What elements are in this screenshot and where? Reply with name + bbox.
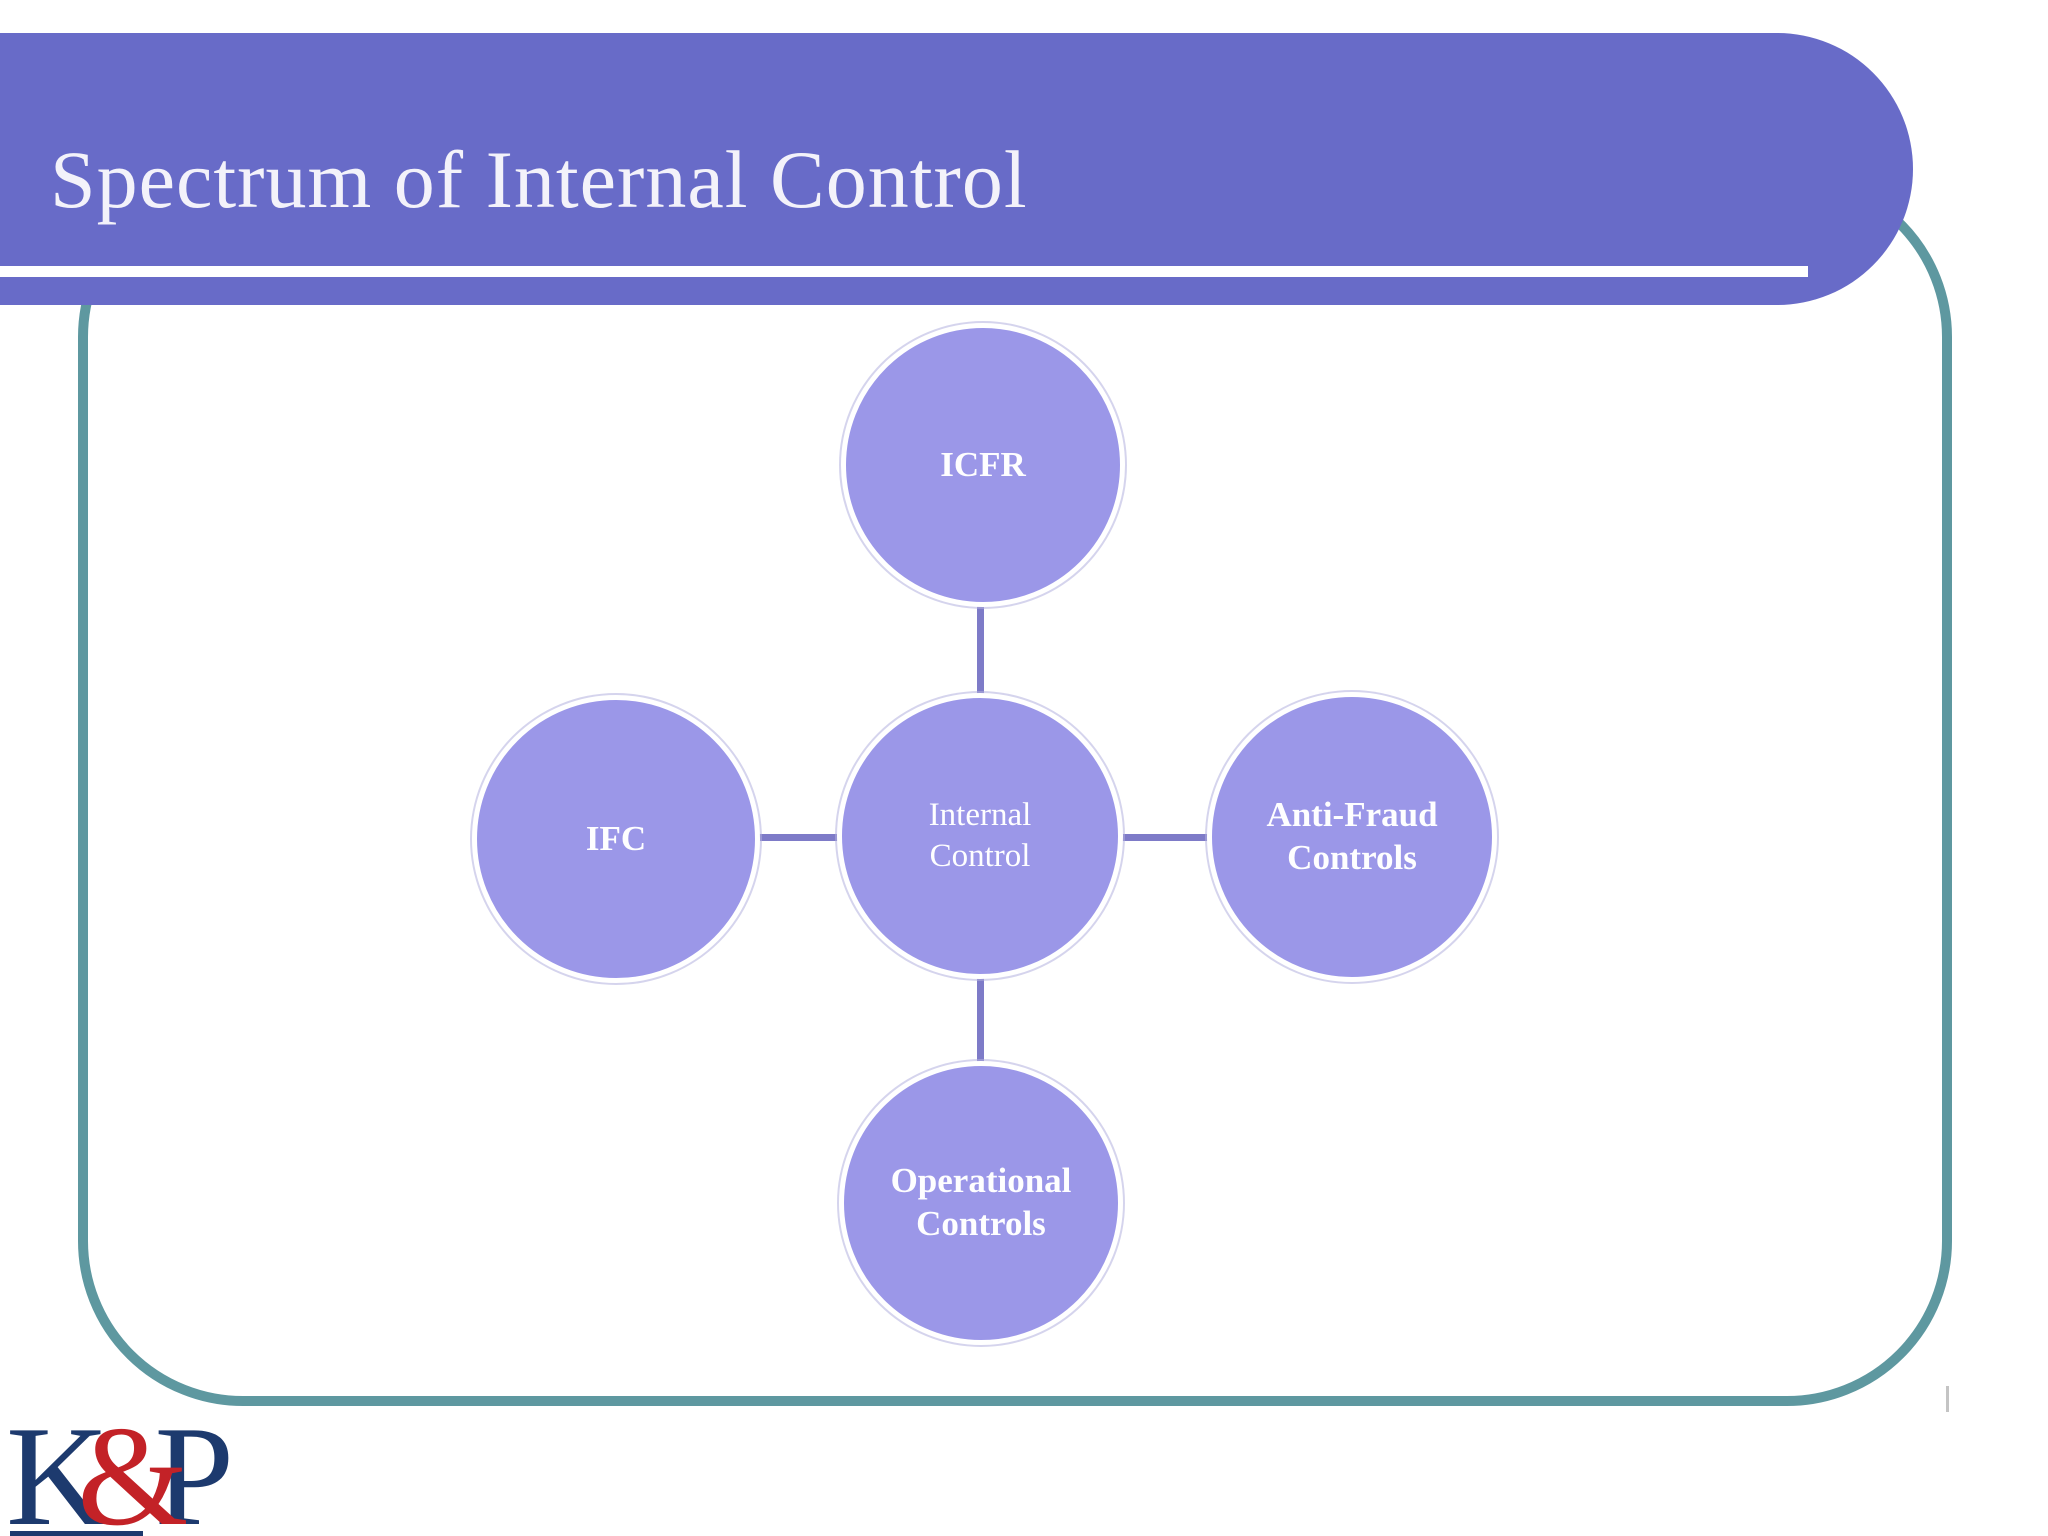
title-banner: Spectrum of Internal Control	[0, 33, 1913, 305]
connector-center-to-operational	[977, 960, 984, 1080]
kp-logo: K&P	[6, 1405, 234, 1536]
node-operational-controls: Operational Controls	[839, 1061, 1123, 1345]
node-icfr-label: ICFR	[940, 444, 1026, 484]
connector-center-to-icfr	[977, 580, 984, 710]
connector-center-to-ifc	[730, 834, 870, 841]
logo-underline-bar	[10, 1531, 143, 1536]
connector-center-to-anti-fraud	[1090, 834, 1230, 841]
node-anti-fraud-controls-label: Anti-Fraud Controls	[1266, 795, 1438, 877]
edge-artifact-tick	[1946, 1386, 1949, 1412]
logo-ampersand: &	[77, 1397, 189, 1536]
logo-letter-k: K	[6, 1397, 110, 1536]
slide-title: Spectrum of Internal Control	[50, 134, 1028, 225]
node-ifc-label: IFC	[585, 818, 647, 858]
node-icfr: ICFR	[841, 323, 1125, 607]
node-internal-control-label: Internal Control	[928, 796, 1032, 874]
logo-letter-p: P	[154, 1397, 235, 1536]
node-internal-control: Internal Control	[837, 693, 1123, 979]
title-banner-underline	[0, 266, 1808, 277]
node-ifc: IFC	[472, 695, 760, 983]
node-operational-controls-label: Operational Controls	[890, 1161, 1072, 1243]
node-anti-fraud-controls: Anti-Fraud Controls	[1207, 692, 1497, 982]
